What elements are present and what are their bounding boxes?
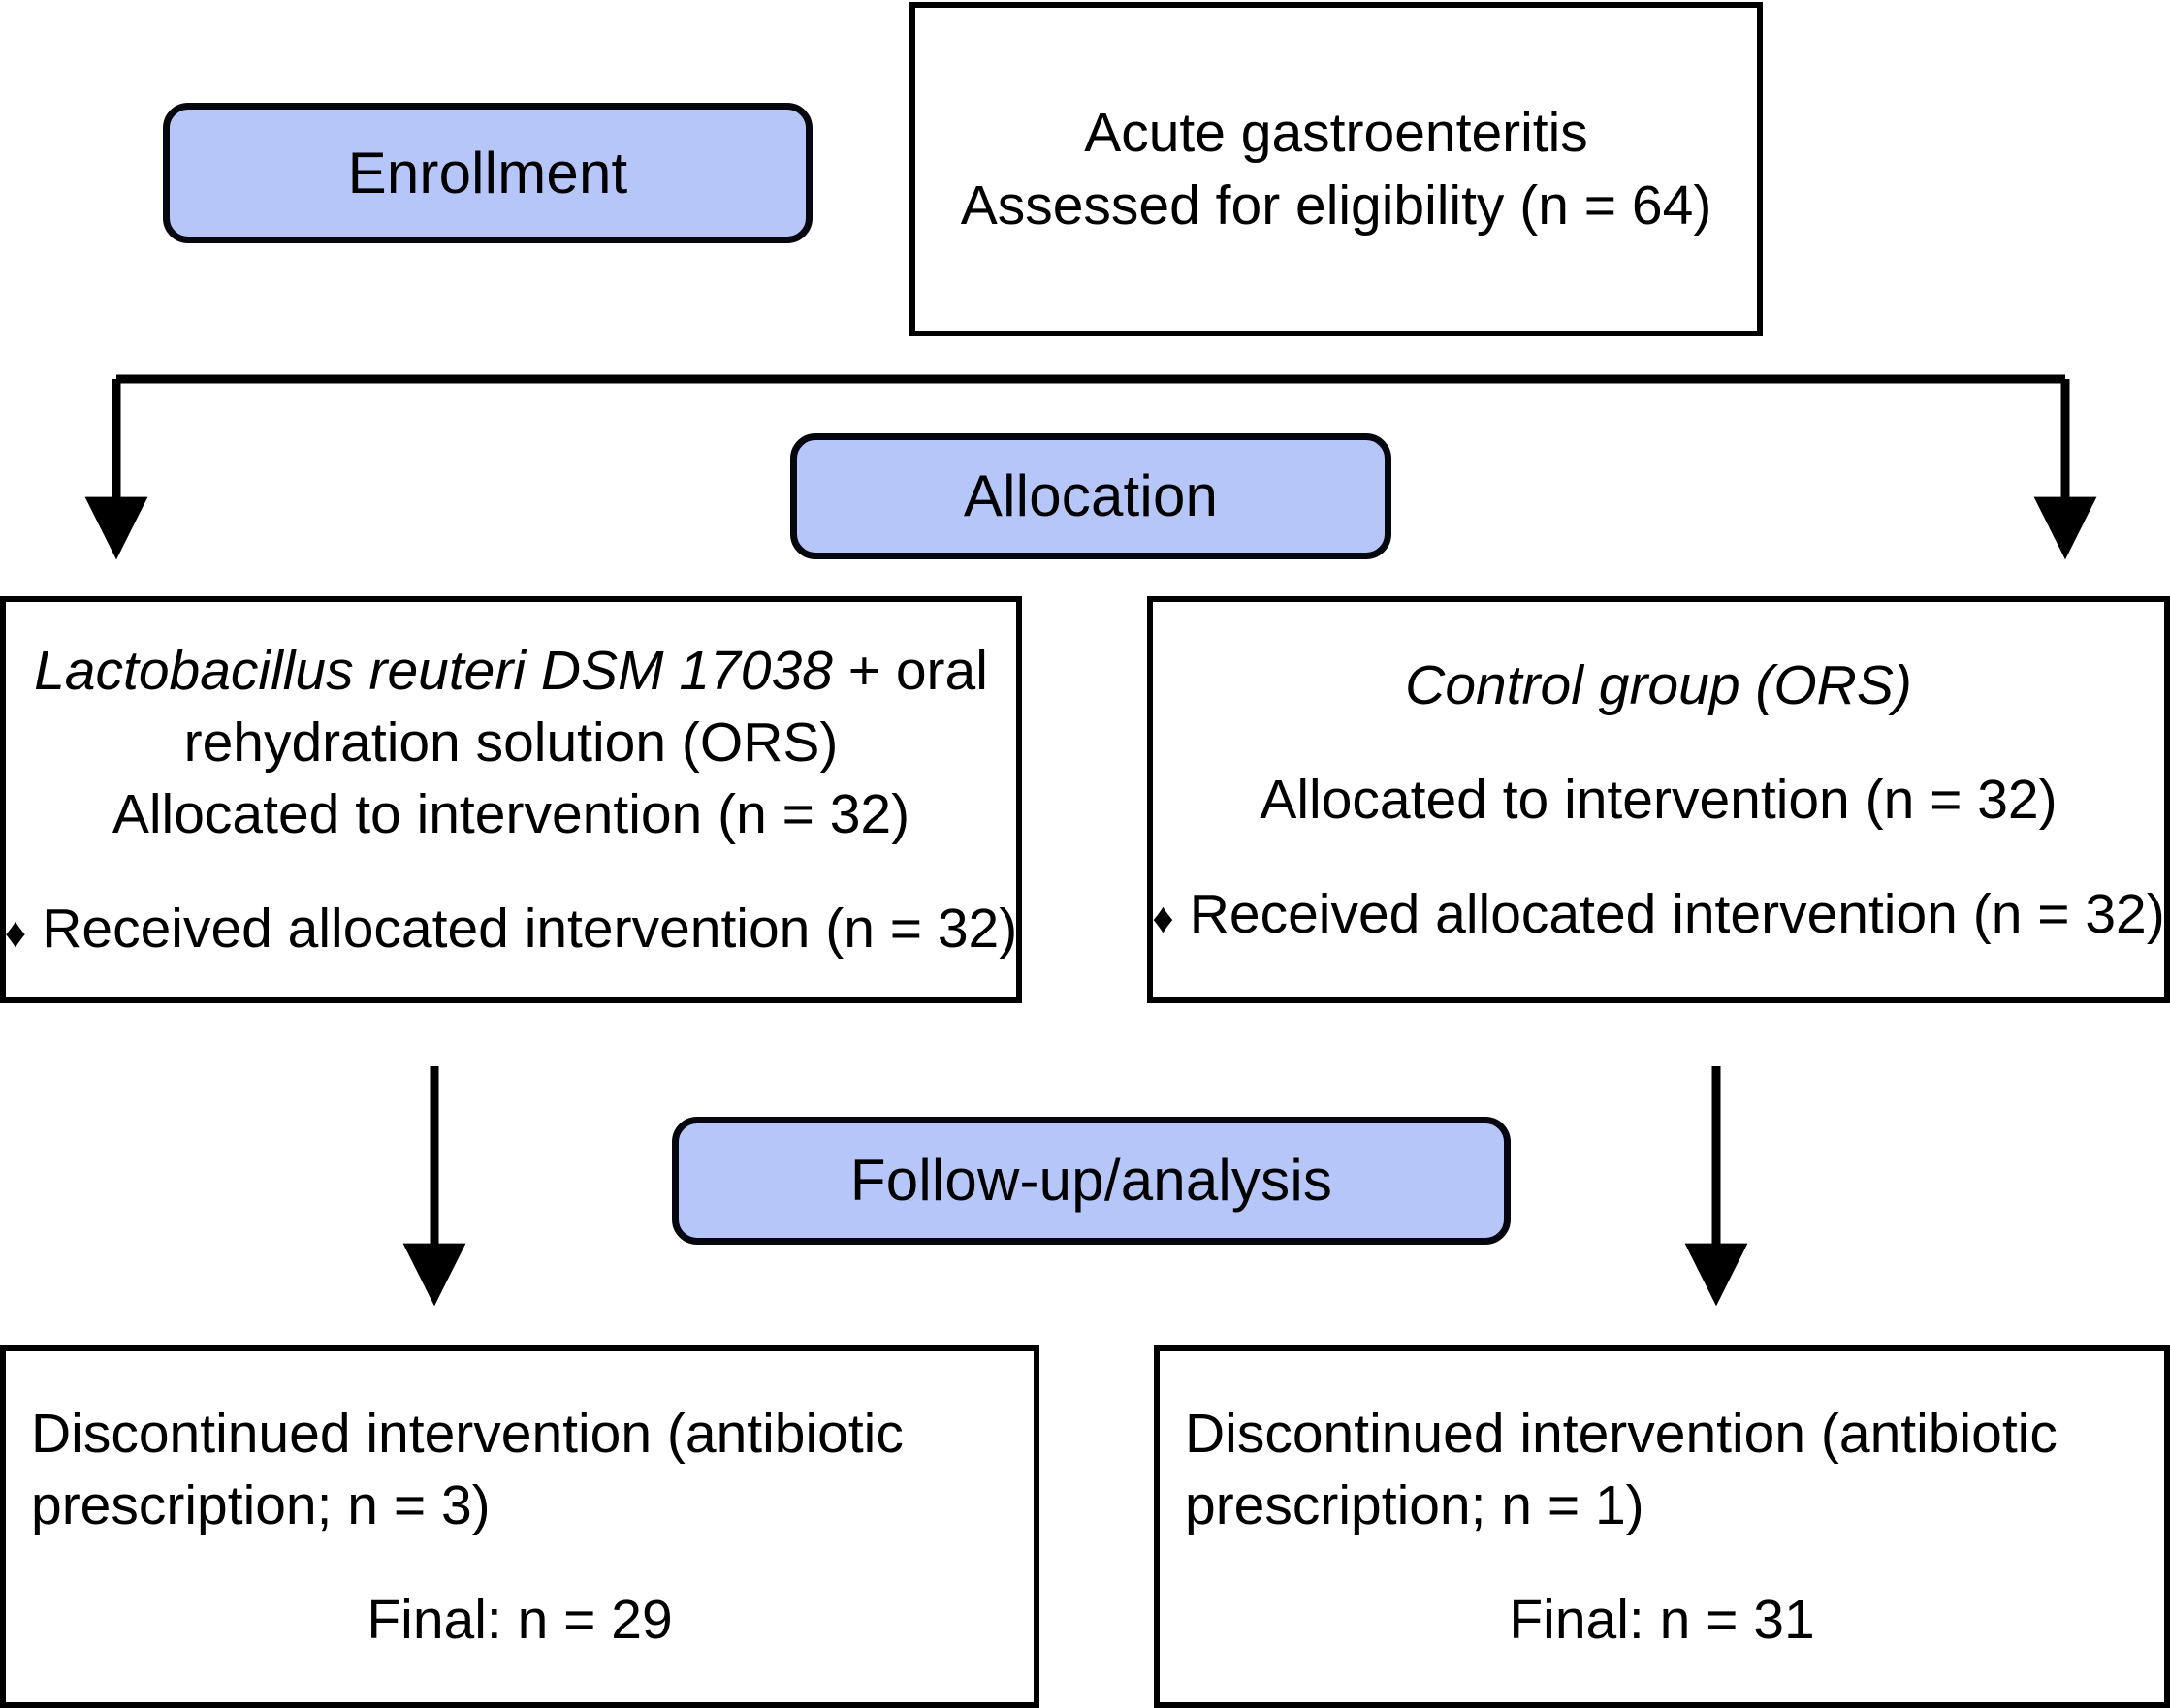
eligibility-line-2: Assessed for eligibility (n = 64) — [960, 174, 1712, 237]
intervention-received-text: Received allocated intervention (n = 32) — [42, 898, 1018, 961]
intervention-received-row: ♦ Received allocated intervention (n = 3… — [4, 893, 1018, 965]
intervention-group-box: Lactobacillus reuteri DSM 17038 + oral r… — [0, 596, 1022, 1003]
stage-label-allocation-text: Allocation — [963, 463, 1219, 528]
control-title: Control group (ORS) — [1405, 653, 1912, 716]
intervention-allocated: Allocated to intervention (n = 32) — [112, 783, 910, 845]
discontinued-left-final: Final: n = 29 — [367, 1589, 673, 1652]
discontinued-right-spacer — [1160, 1541, 2164, 1584]
intervention-title-italic: Lactobacillus reuteri DSM 17038 — [34, 639, 833, 702]
discontinued-right-line-2: prescription; n = 1) — [1185, 1473, 1644, 1536]
control-allocated: Allocated to intervention (n = 32) — [1260, 768, 2058, 831]
discontinued-right-box: Discontinued intervention (antibiotic pr… — [1154, 1345, 2170, 1708]
intervention-title-line-2: rehydration solution (ORS) — [183, 711, 839, 774]
discontinued-left-line-2: prescription; n = 3) — [31, 1473, 491, 1536]
intervention-title-rest: + oral — [832, 639, 988, 702]
diamond-bullet-icon: ♦ — [4, 909, 27, 958]
discontinued-right-line-1: Discontinued intervention (antibiotic — [1185, 1402, 2058, 1465]
intervention-title: Lactobacillus reuteri DSM 17038 + oral — [6, 635, 1016, 707]
eligibility-line-1: Acute gastroenteritis — [1084, 102, 1588, 165]
diamond-bullet-icon: ♦ — [1152, 895, 1174, 943]
eligibility-box: Acute gastroenteritis Assessed for eligi… — [909, 2, 1763, 336]
control-spacer-bottom — [1153, 836, 2164, 878]
stage-label-allocation: Allocation — [790, 433, 1391, 559]
intervention-spacer — [6, 850, 1016, 893]
discontinued-right-final: Final: n = 31 — [1509, 1589, 1815, 1652]
discontinued-left-box: Discontinued intervention (antibiotic pr… — [0, 1345, 1039, 1708]
discontinued-left-line-1: Discontinued intervention (antibiotic — [31, 1402, 904, 1465]
control-group-box: Control group (ORS) Allocated to interve… — [1147, 596, 2170, 1003]
discontinued-left-spacer — [6, 1541, 1034, 1584]
control-received-text: Received allocated intervention (n = 32) — [1189, 883, 2165, 946]
stage-label-followup: Follow-up/analysis — [672, 1117, 1511, 1245]
control-received-row: ♦ Received allocated intervention (n = 3… — [1152, 878, 2165, 950]
control-spacer-top — [1153, 721, 2164, 764]
stage-label-enrollment: Enrollment — [163, 103, 813, 243]
stage-label-enrollment-text: Enrollment — [347, 140, 628, 206]
stage-label-followup-text: Follow-up/analysis — [849, 1148, 1333, 1213]
